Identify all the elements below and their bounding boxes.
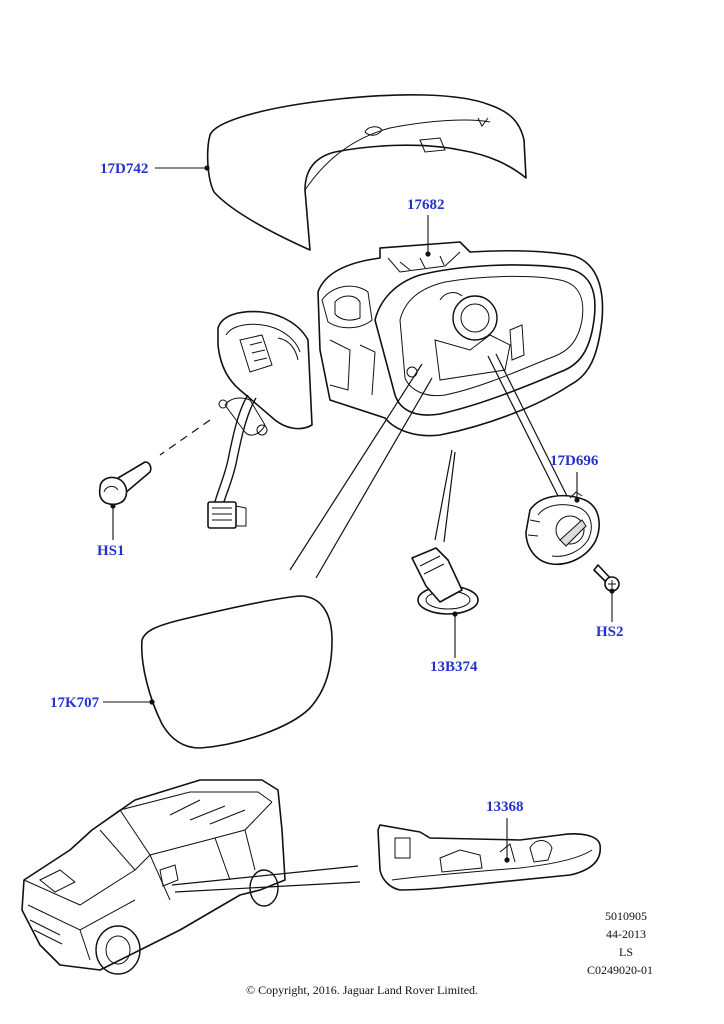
- callout-indicator[interactable]: 13368: [486, 799, 524, 815]
- mirror-housing-part[interactable]: [317, 241, 604, 437]
- mirror-cover-part[interactable]: [206, 94, 527, 251]
- vehicle-locator-sketch: [21, 779, 286, 975]
- callout-mirror-housing[interactable]: 17682: [407, 197, 445, 213]
- bolt-hs1-part[interactable]: [98, 461, 152, 506]
- callout-bolt-hs1[interactable]: HS1: [97, 543, 125, 559]
- callout-motor[interactable]: 17D696: [550, 453, 599, 469]
- reference-line-3: LS: [618, 945, 633, 959]
- reference-line-4: C0249020-01: [587, 963, 653, 977]
- indicator-lamp-part[interactable]: [377, 824, 601, 891]
- puddle-lamp-part[interactable]: [411, 547, 479, 615]
- screw-hs2-part[interactable]: [593, 564, 620, 592]
- copyright-text: © Copyright, 2016. Jaguar Land Rover Lim…: [245, 983, 479, 997]
- callout-screw-hs2[interactable]: HS2: [596, 624, 624, 640]
- mirror-glass-part[interactable]: [140, 595, 333, 749]
- mirror-motor-part[interactable]: [525, 491, 600, 565]
- callout-glass[interactable]: 17K707: [50, 695, 100, 711]
- reference-line-1: 5010905: [605, 909, 647, 923]
- callout-puddle-lamp[interactable]: 13B374: [430, 659, 478, 675]
- reference-line-2: 44-2013: [606, 927, 646, 941]
- mirror-base-harness[interactable]: [207, 310, 313, 529]
- callout-cover[interactable]: 17D742: [100, 161, 149, 177]
